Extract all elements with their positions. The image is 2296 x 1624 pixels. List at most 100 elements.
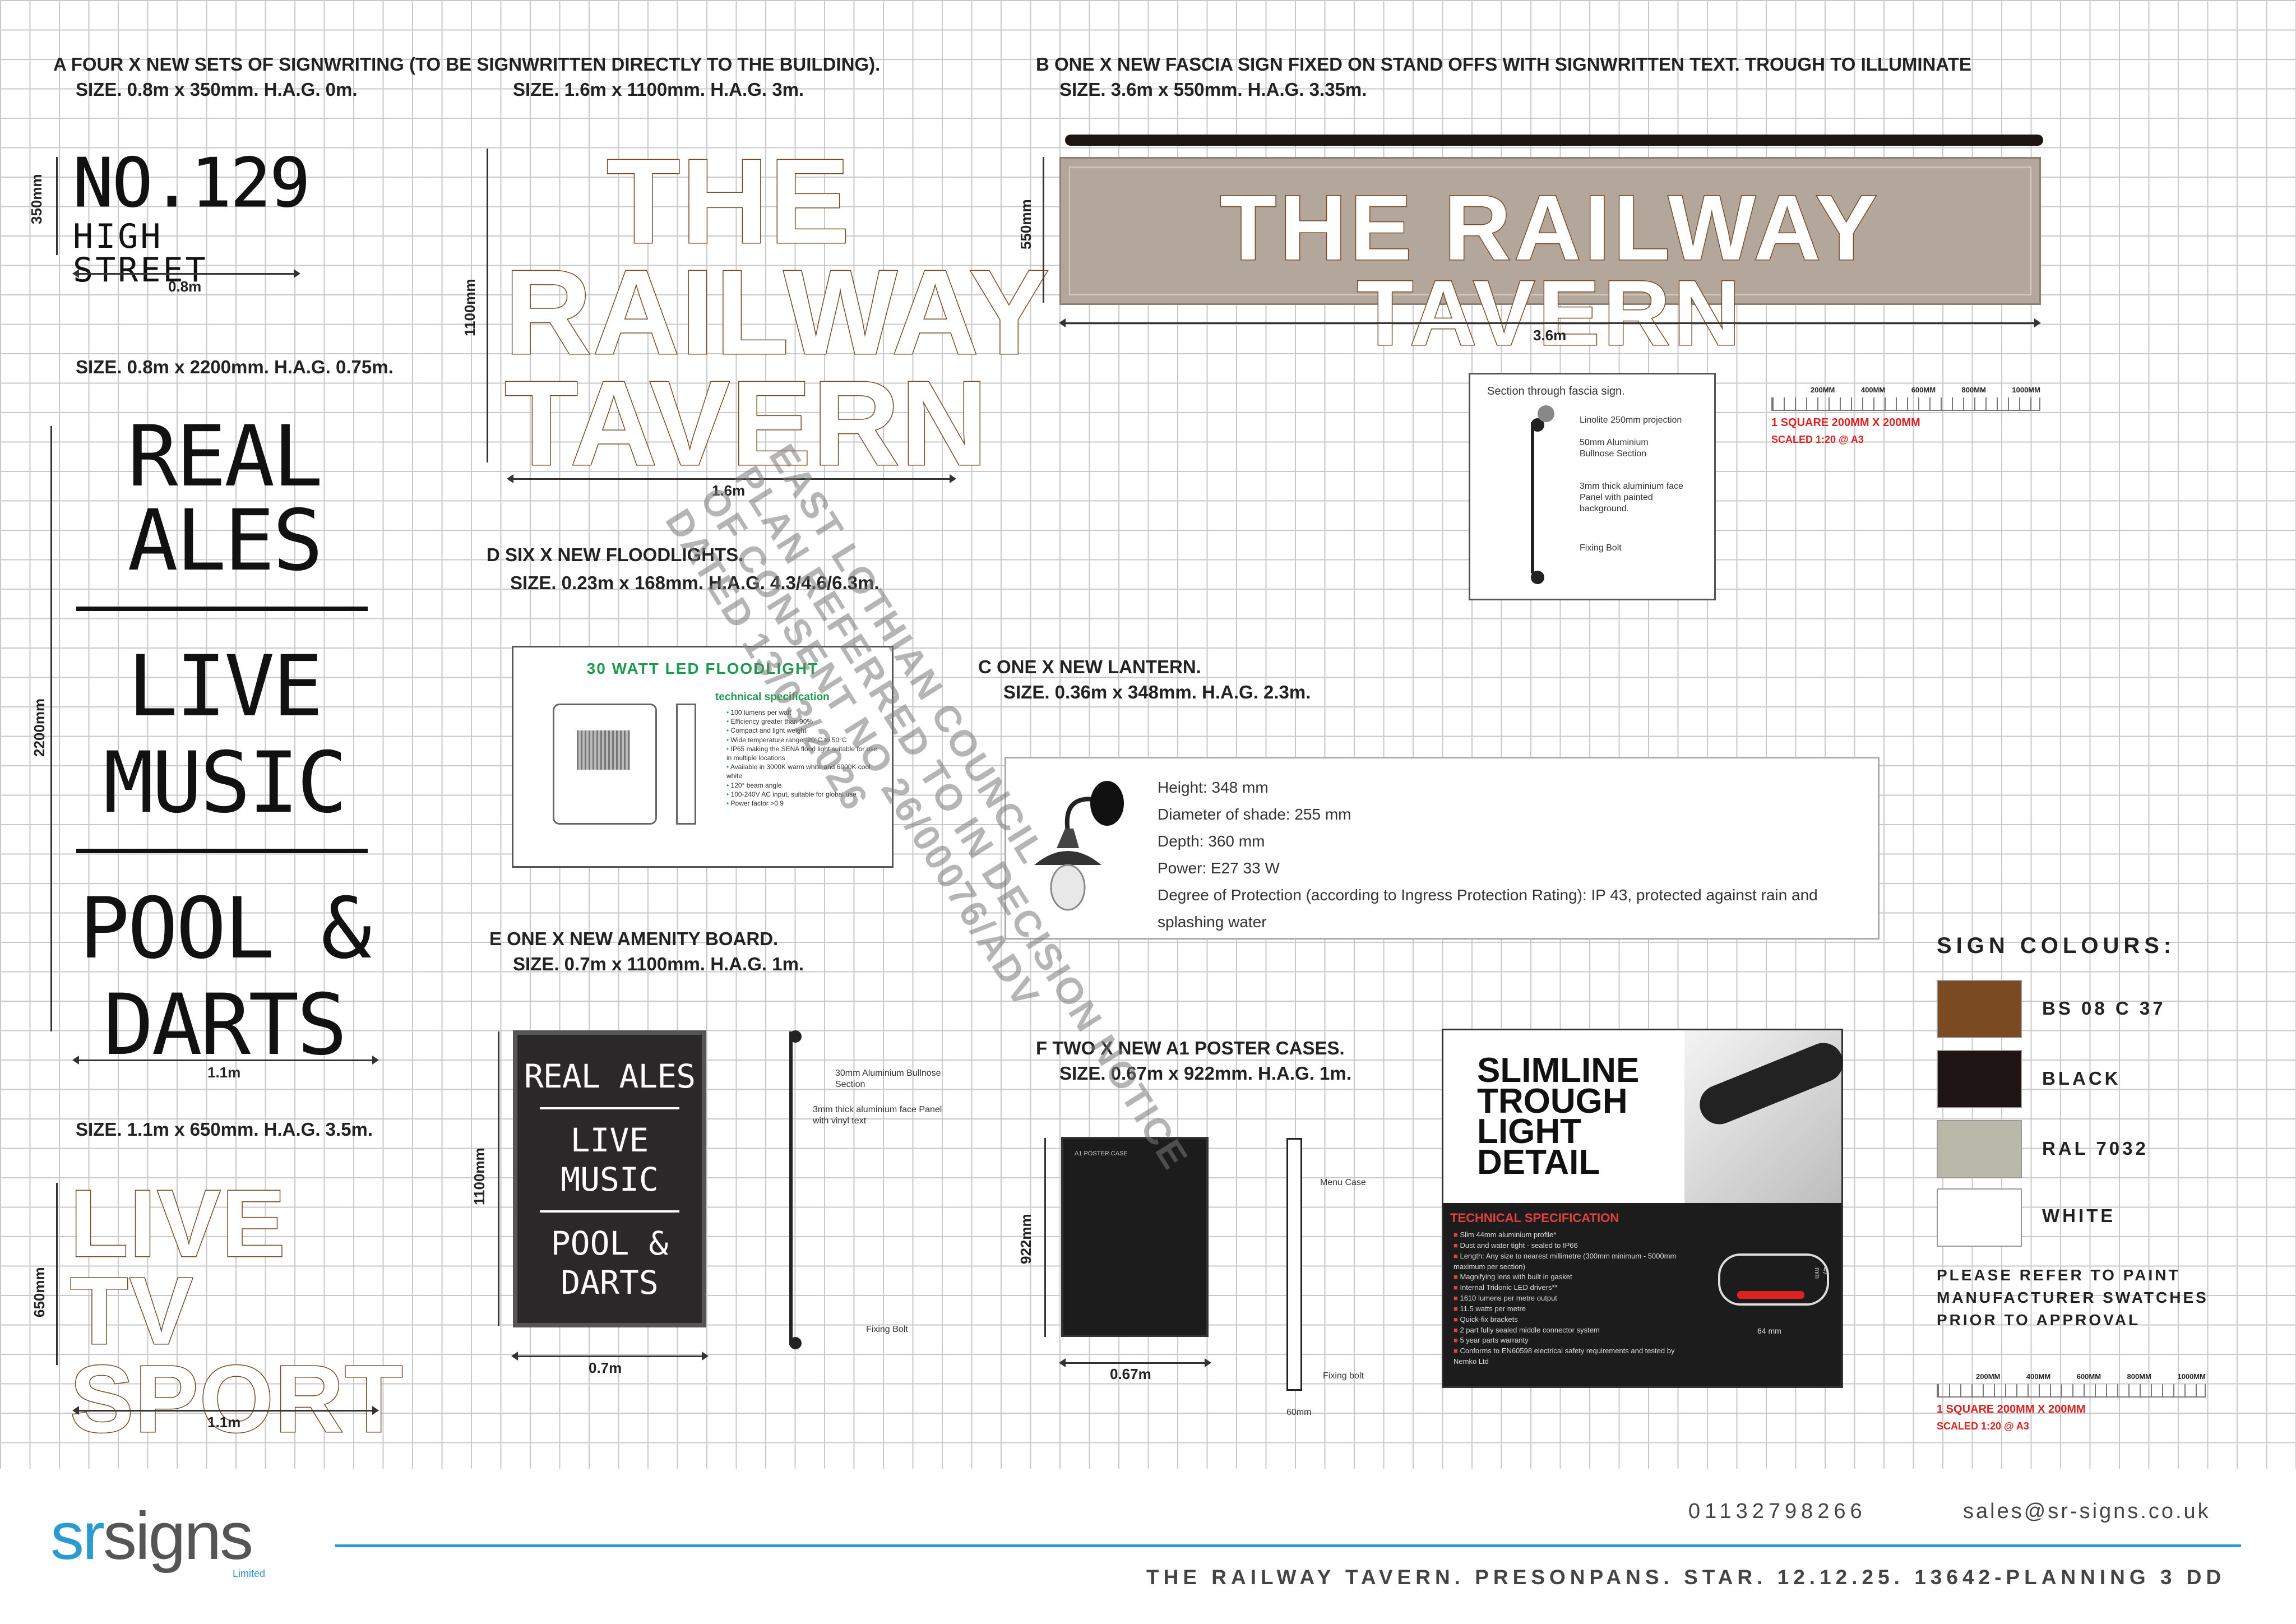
lantern-depth: Depth: 360 mm <box>1158 832 1265 850</box>
section-c-heading: C ONE X NEW LANTERN. <box>978 656 1201 677</box>
livetv-width-line <box>72 1406 379 1415</box>
fascia-height-label: 550mm <box>1017 199 1034 249</box>
amenity-section-bullnose-top <box>789 1030 802 1043</box>
section-a-size-2: SIZE. 1.6m x 1100mm. H.A.G. 3m. <box>513 79 804 100</box>
lantern-height: Height: 348 mm <box>1158 779 1269 796</box>
scale-bottom-square: 1 SQUARE 200MM X 200MM <box>1937 1403 2086 1415</box>
amenity-section-bullnose-bottom <box>789 1337 802 1349</box>
poster-case-width-line <box>1059 1358 1211 1367</box>
lantern-box: Height: 348 mm Diameter of shade: 255 mm… <box>1004 757 1880 940</box>
spec-item: ■ 5 year parts warranty <box>1453 1336 1529 1345</box>
fascia-width-label: 3.6m <box>1533 327 1567 344</box>
no129-sign: NO.129 HIGH STREET <box>73 150 311 287</box>
section-e-size: SIZE. 0.7m x 1100mm. H.A.G. 1m. <box>513 954 804 974</box>
colour-label-1: BS 08 C 37 <box>2042 998 2166 1019</box>
amenity-board-darts: DARTS <box>561 1264 659 1302</box>
trough-dim-height: 47 mm <box>1813 1267 1829 1279</box>
section-e-heading: E ONE X NEW AMENITY BOARD. <box>489 928 779 949</box>
no129-width-line <box>72 269 300 278</box>
trough-spec-title: TECHNICAL SPECIFICATION <box>1450 1211 1619 1225</box>
poster-case-width-label: 0.67m <box>1110 1366 1151 1382</box>
trough-spec-list: ■ Slim 44mm aluminium profile* ■ Dust and… <box>1453 1230 1695 1367</box>
section-c-size: SIZE. 0.36m x 348mm. H.A.G. 2.3m. <box>1003 682 1311 702</box>
lantern-power: Power: E27 33 W <box>1158 859 1280 877</box>
spec-item: • 100-240V AC input, suitable for global… <box>726 790 857 798</box>
lantern-protection: Degree of Protection (according to Ingre… <box>1158 886 1818 931</box>
logo-sr: sr <box>50 1498 105 1574</box>
livetv-sign: LIVE TV SPORT <box>70 1176 404 1452</box>
amenity-section-label-2: 3mm thick aluminium face Panel with viny… <box>813 1105 942 1126</box>
amenity-board-height-line <box>498 1031 499 1326</box>
amenity-tall-live: LIVE <box>127 638 323 735</box>
floodlight-spec-title: technical specification <box>715 691 830 703</box>
section-f-size: SIZE. 0.67m x 922mm. H.A.G. 1m. <box>1059 1063 1351 1084</box>
poster-case-inner-title: A1 POSTER CASE <box>1075 1150 1128 1157</box>
spec-item: ■ Dust and water tight - sealed to IP66 <box>1453 1241 1578 1250</box>
floodlight-spec-list: • 100 lumens per watt• Efficiency greate… <box>726 708 883 808</box>
amenity-section-panel <box>789 1031 793 1345</box>
amenity-board-height-label: 1100mm <box>471 1148 488 1205</box>
livetv-line-2: SPORT <box>70 1345 404 1452</box>
amenity-tall-music: MUSIC <box>103 734 348 832</box>
lantern-diameter: Diameter of shade: 255 mm <box>1158 806 1351 823</box>
amenity-tall-width-line <box>72 1056 379 1065</box>
fascia-section-label-1: Linolite 250mm projection <box>1580 415 1682 425</box>
logo-limited: Limited <box>233 1568 266 1579</box>
tavern-stack-height-line <box>487 149 488 462</box>
floodlight-front-drawing <box>553 704 657 825</box>
section-b-heading: B ONE X NEW FASCIA SIGN FIXED ON STAND O… <box>1036 54 1971 75</box>
lantern-specs: Height: 348 mm Diameter of shade: 255 mm… <box>1158 774 1864 936</box>
colour-label-4: WHITE <box>2042 1205 2116 1226</box>
scale-bottom-scaled: SCALED 1:20 @ A3 <box>1937 1421 2029 1432</box>
footer-phone: 01132798266 <box>1688 1500 1867 1523</box>
tavern-stack-width-label: 1.6m <box>712 482 746 499</box>
amenity-tall-pool: POOL & <box>79 880 372 978</box>
trough-dim-width: 64 mm <box>1757 1326 1781 1335</box>
amenity-tall-divider-2 <box>76 849 368 853</box>
fascia-sign-text: THE RAILWAY TAVERN <box>1219 176 1881 364</box>
footer-rule <box>335 1544 2241 1547</box>
fascia-section-label-3: 3mm thick aluminium face Panel with pain… <box>1580 482 1683 513</box>
spec-item: • Compact and light weight <box>726 727 807 735</box>
scale-top-square: 1 SQUARE 200MM X 200MM <box>1771 417 1920 429</box>
fascia-section-linolite <box>1538 405 1554 422</box>
srsigns-logo: srsigns <box>50 1502 253 1570</box>
poster-case-label-2: Fixing bolt <box>1323 1371 1364 1381</box>
fascia-section-title: Section through fascia sign. <box>1487 385 1625 397</box>
fascia-trough-light <box>1065 135 2043 146</box>
spec-item: ■ 2 part fully sealed middle connector s… <box>1453 1325 1600 1334</box>
spec-item: ■ Slim 44mm aluminium profile* <box>1453 1230 1557 1239</box>
amenity-tall-divider-1 <box>76 607 368 611</box>
amenity-board-music: MUSIC <box>561 1160 659 1199</box>
lantern-icon <box>1034 781 1124 911</box>
tavern-stack-sign: THE RAILWAY TAVERN <box>504 140 1050 491</box>
fascia-section-box: Section through fascia sign. Linolite 25… <box>1469 373 1716 600</box>
spec-item: • IP65 making the SENA flood light suita… <box>726 744 878 762</box>
trough-photo <box>1684 1030 1849 1203</box>
no129-height-line <box>56 157 58 255</box>
section-d-heading: D SIX X NEW FLOODLIGHTS. <box>487 544 744 565</box>
section-f-heading: F TWO X NEW A1 POSTER CASES. <box>1036 1038 1345 1058</box>
livetv-height-label: 650mm <box>31 1267 48 1317</box>
amenity-tall-width-label: 1.1m <box>207 1064 241 1081</box>
poster-case-height-line <box>1044 1138 1046 1337</box>
colours-note: PLEASE REFER TO PAINT MANUFACTURER SWATC… <box>1937 1266 2209 1329</box>
spec-item: • 120° beam angle <box>726 781 782 789</box>
amenity-board-width-label: 0.7m <box>589 1359 622 1376</box>
fascia-section-panel <box>1531 422 1534 573</box>
section-b-size: SIZE. 3.6m x 550mm. H.A.G. 3.35m. <box>1059 79 1367 100</box>
footer-project-ref: THE RAILWAY TAVERN. PRESONPANS. STAR. 12… <box>1146 1566 2226 1589</box>
section-a-size-1: SIZE. 0.8m x 350mm. H.A.G. 0m. <box>76 79 358 100</box>
tavern-stack-height-label: 1100mm <box>461 279 478 336</box>
no129-width-label: 0.8m <box>168 278 202 295</box>
floodlight-led-array <box>577 730 630 770</box>
amenity-board-divider-2 <box>540 1210 679 1213</box>
amenity-section-label-1: 30mm Aluminium Bullnose Section <box>835 1068 941 1089</box>
tavern-stack-line-3: TAVERN <box>504 355 989 491</box>
amenity-tall-sign: REAL ALES LIVE MUSIC POOL & DARTS <box>73 415 376 1067</box>
fascia-width-line <box>1059 318 2041 327</box>
